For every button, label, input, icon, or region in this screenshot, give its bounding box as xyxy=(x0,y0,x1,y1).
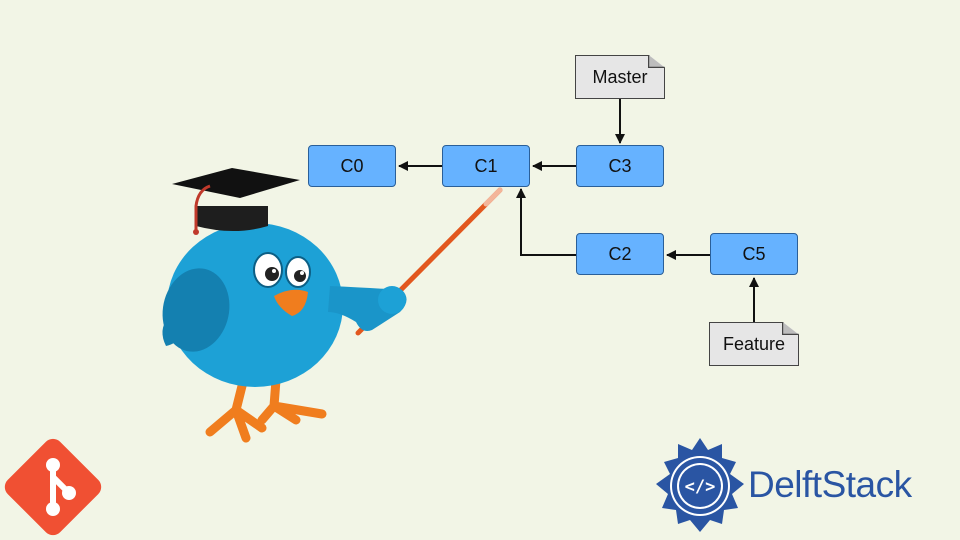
commit-c3: C3 xyxy=(576,145,664,187)
commit-c5-label: C5 xyxy=(742,243,766,264)
master-branch-label: Master xyxy=(592,66,648,87)
edge-c2-c1 xyxy=(516,188,576,256)
delftstack-logo-icon: </> xyxy=(656,438,744,532)
note-fold-icon xyxy=(648,55,665,68)
svg-text:</>: </> xyxy=(685,477,716,497)
brand-name: DelftStack xyxy=(748,464,912,505)
commit-c2-label: C2 xyxy=(608,243,632,264)
commit-c1: C1 xyxy=(442,145,530,187)
commit-c2: C2 xyxy=(576,233,664,275)
commit-c5: C5 xyxy=(710,233,798,275)
bird-teacher-icon xyxy=(162,168,503,443)
commit-c0: C0 xyxy=(308,145,396,187)
git-logo-icon xyxy=(4,438,102,536)
commit-c1-label: C1 xyxy=(474,155,498,176)
note-fold-icon xyxy=(782,322,799,335)
commit-c3-label: C3 xyxy=(608,155,632,176)
feature-branch-label: Feature xyxy=(722,333,786,354)
commit-c0-label: C0 xyxy=(340,155,364,176)
